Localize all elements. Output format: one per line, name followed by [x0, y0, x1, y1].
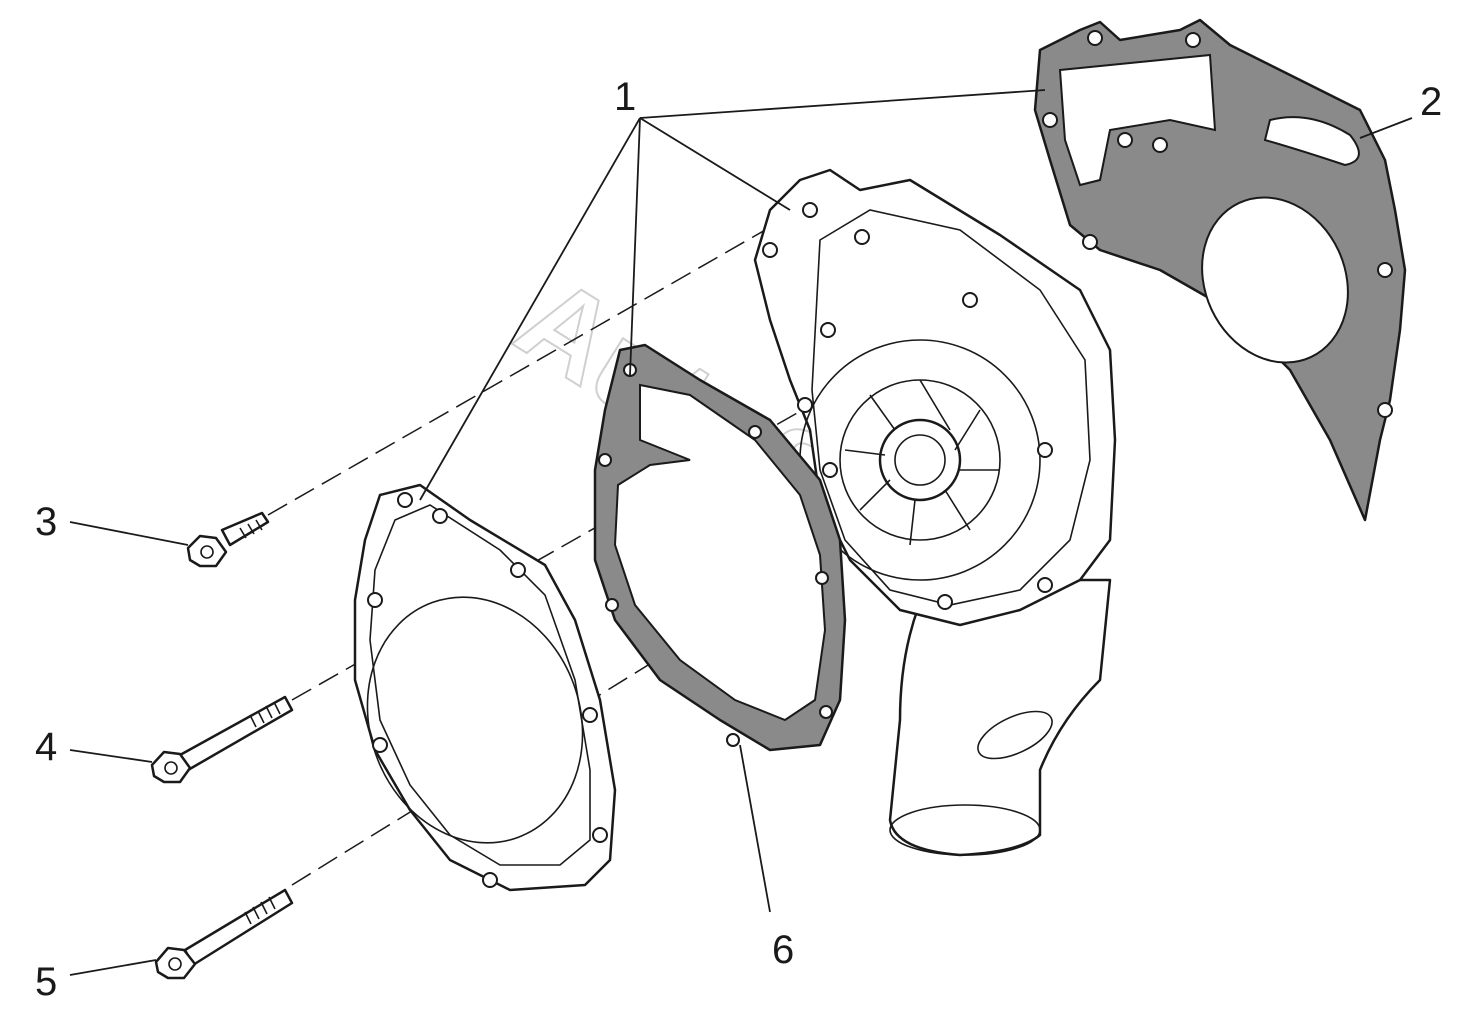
callout-1: 1: [614, 75, 636, 119]
bolt-short: [186, 511, 270, 568]
gasket-rear: [1033, 18, 1407, 522]
callout-4: 4: [35, 725, 57, 769]
callout-labels: 1 2 3 4 5 6: [35, 75, 1442, 1004]
bolt-long: [154, 888, 294, 980]
bolt-medium: [150, 695, 294, 784]
pump-body: [753, 168, 1117, 857]
callout-3: 3: [35, 500, 57, 544]
callout-6: 6: [772, 928, 794, 972]
callout-2: 2: [1420, 80, 1442, 124]
pump-cover: [353, 483, 617, 892]
leader-lines: [69, 89, 1413, 976]
callout-5: 5: [35, 960, 57, 1004]
gasket-front: [593, 343, 847, 752]
